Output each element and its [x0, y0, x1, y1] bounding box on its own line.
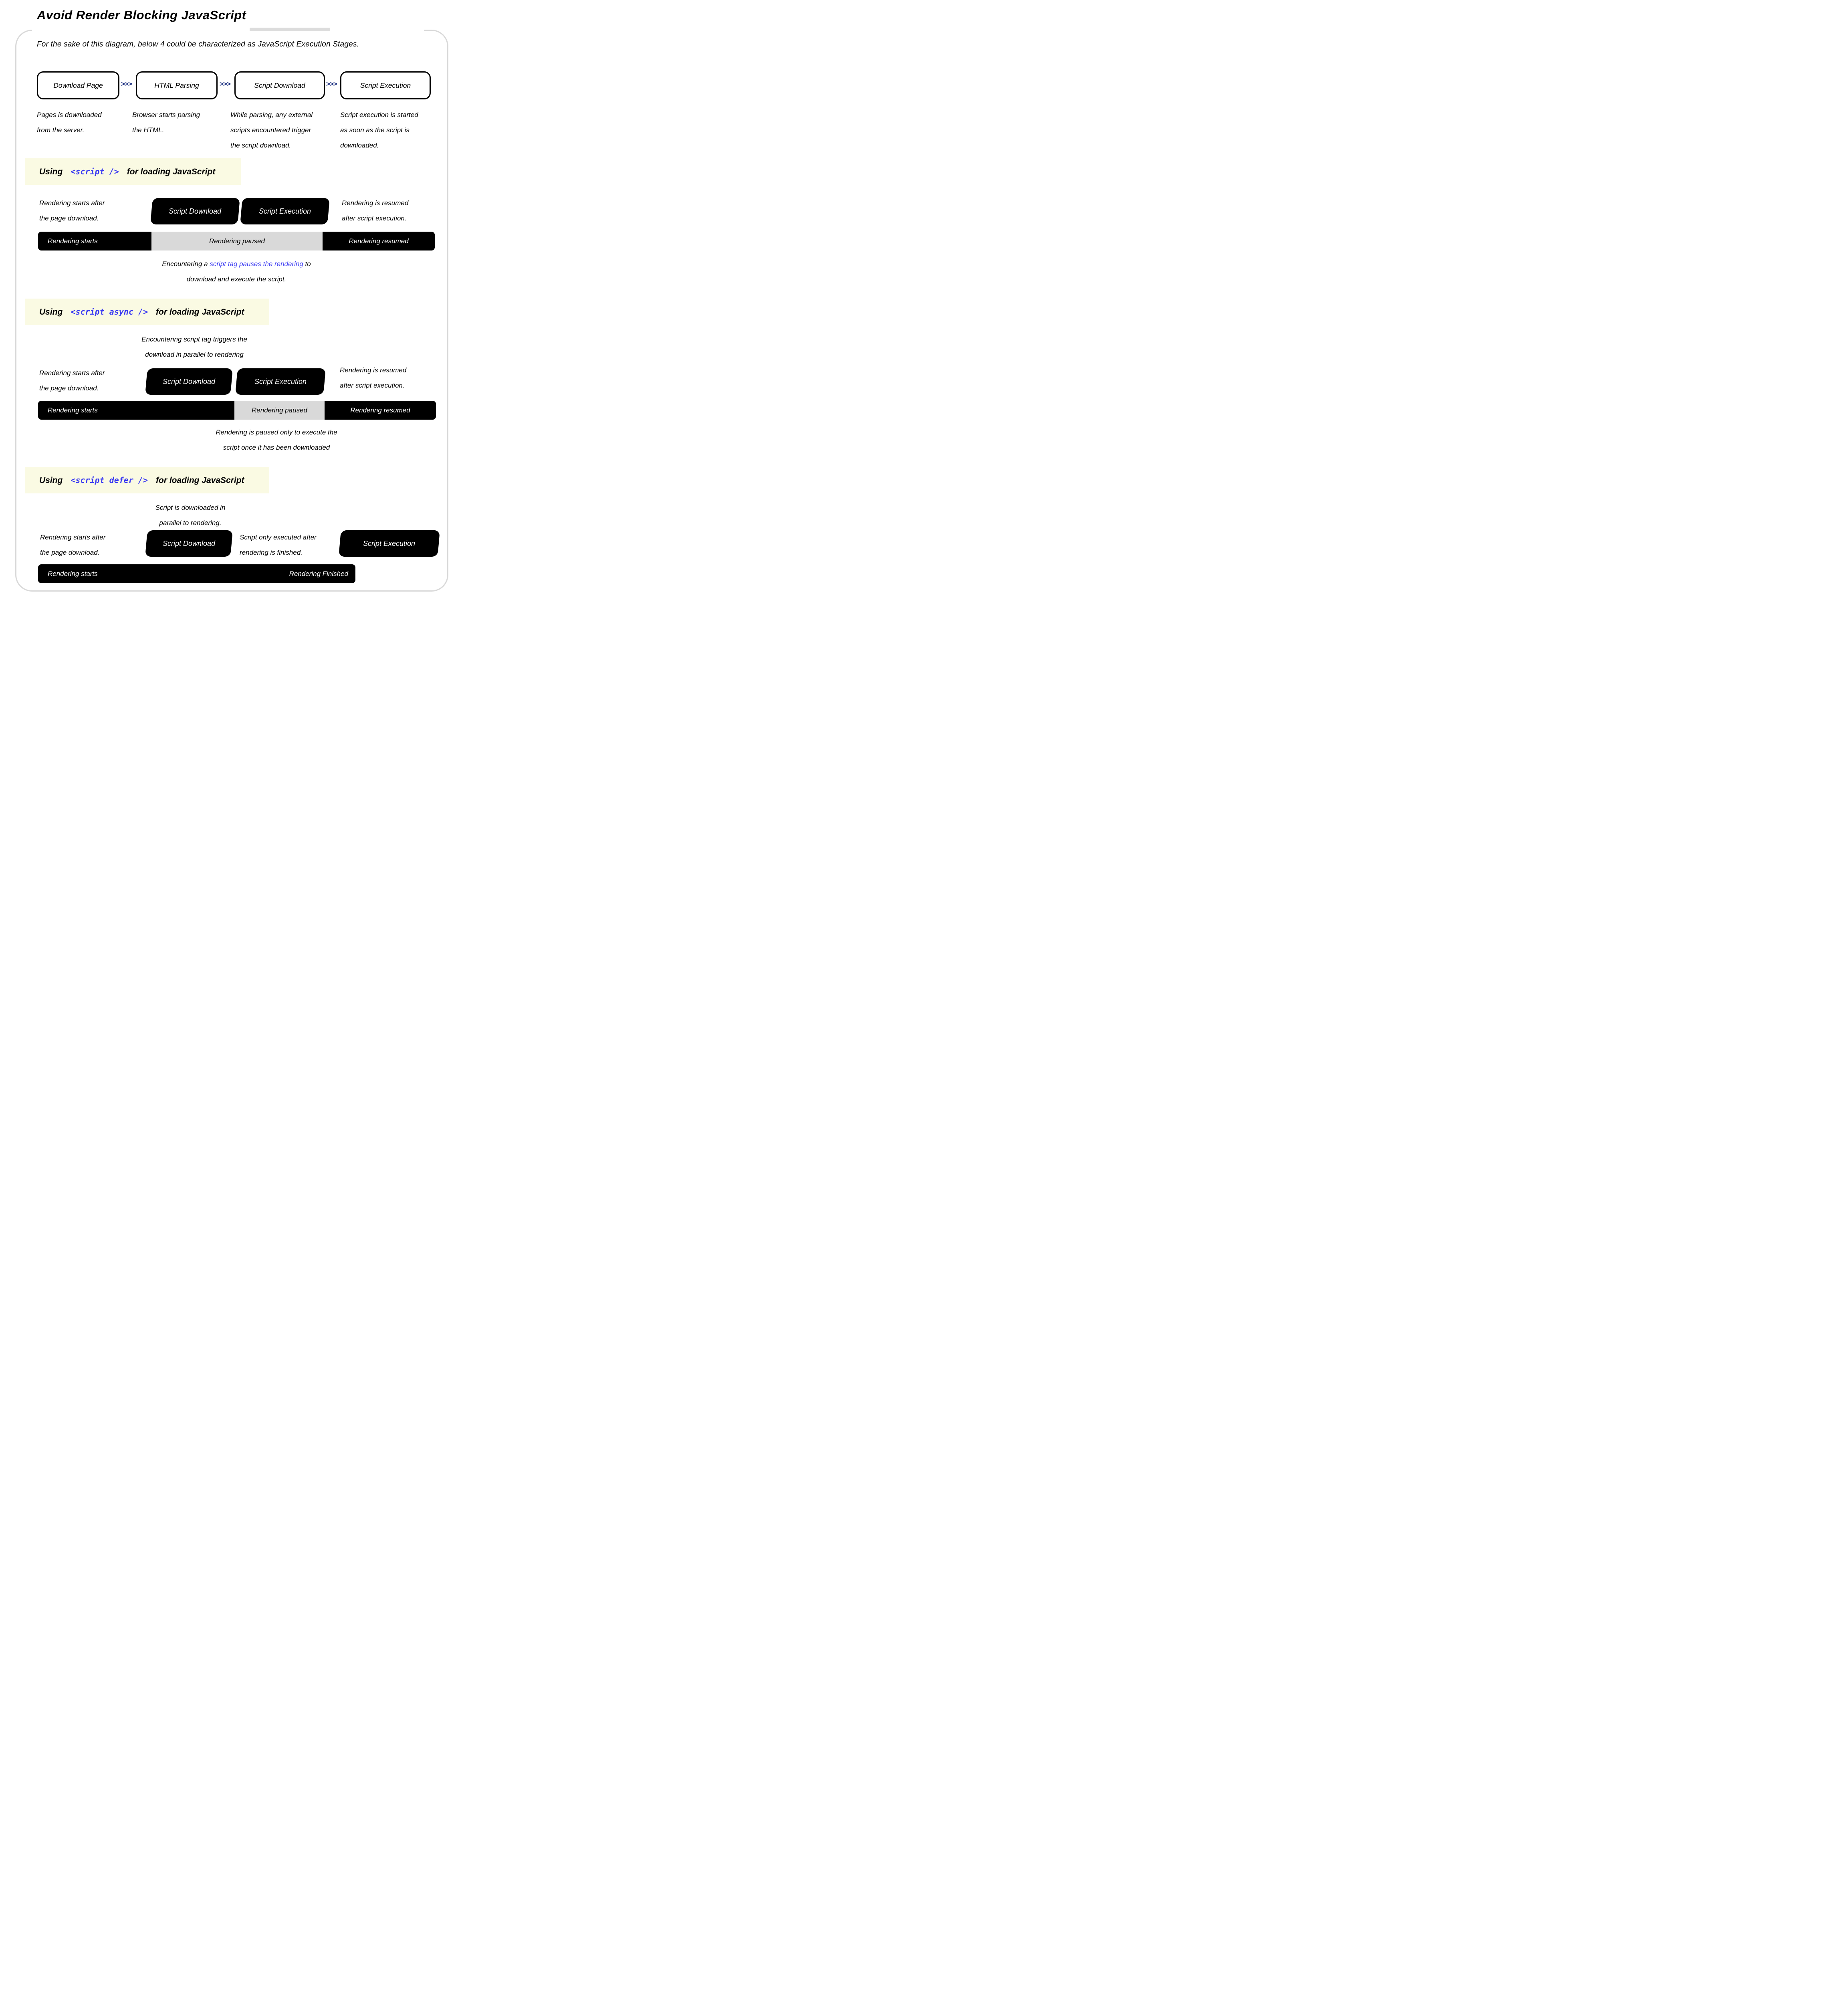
- chip-script-execution: Script Execution: [240, 198, 330, 224]
- stage-box-script-download: Script Download: [234, 71, 325, 99]
- heading-using: Using: [39, 167, 63, 176]
- bar-label-start: Rendering starts: [48, 570, 98, 578]
- timeline-rendering-resumed: Rendering resumed: [323, 232, 435, 250]
- note-paused-only-to-execute: Rendering is paused only to execute the …: [216, 428, 337, 451]
- note-rendering-starts-after: Rendering starts after the page download…: [39, 199, 105, 222]
- title-underline-dash: [250, 28, 330, 31]
- timeline-rendering-paused: Rendering paused: [151, 232, 323, 250]
- stage-label: Download Page: [53, 81, 103, 89]
- chip-script-download: Script Download: [145, 368, 233, 395]
- blue-emphasis-text: script tag pauses the rendering: [210, 260, 303, 268]
- stage-desc-download-page: Pages is downloaded from the server.: [37, 111, 102, 134]
- chip-script-execution: Script Execution: [235, 368, 326, 395]
- stage-label: Script Execution: [360, 81, 411, 89]
- heading-using: Using: [39, 307, 63, 317]
- chip-script-execution: Script Execution: [339, 530, 440, 557]
- note-rendering-starts-after: Rendering starts after the page download…: [40, 533, 106, 556]
- heading-using: Using: [39, 475, 63, 485]
- chevron-arrow-icon: >>>: [121, 80, 132, 88]
- note-script-tag-pauses: Encountering a script tag pauses the ren…: [162, 260, 311, 283]
- bar-label-finished: Rendering Finished: [289, 570, 348, 578]
- card-border-top-cover: [32, 28, 424, 33]
- stage-desc-html-parsing: Browser starts parsing the HTML.: [132, 111, 200, 134]
- chip-script-download: Script Download: [145, 530, 233, 557]
- stage-desc-script-execution: Script execution is started as soon as t…: [340, 111, 418, 149]
- timeline-rendering-starts: Rendering starts: [38, 401, 244, 420]
- heading-code-script-defer-tag: <script defer />: [71, 475, 148, 485]
- stage-desc-script-download: While parsing, any external scripts enco…: [230, 111, 313, 149]
- timeline-rendering-starts: Rendering starts: [38, 232, 161, 250]
- section-heading-script: Using <script /> for loading JavaScript: [25, 158, 241, 185]
- stage-box-download-page: Download Page: [37, 71, 119, 99]
- infographic-avoid-render-blocking-js: Avoid Render Blocking JavaScript For the…: [0, 0, 462, 619]
- page-subtitle: For the sake of this diagram, below 4 co…: [37, 40, 359, 48]
- note-rendering-resumed: Rendering is resumed after script execut…: [342, 199, 409, 222]
- heading-rest: for loading JavaScript: [127, 167, 216, 176]
- stage-label: Script Download: [254, 81, 305, 89]
- stage-box-html-parsing: HTML Parsing: [136, 71, 218, 99]
- timeline-rendering-resumed: Rendering resumed: [325, 401, 436, 420]
- note-downloaded-in-parallel: Script is downloaded in parallel to rend…: [155, 504, 226, 527]
- note-rendering-starts-after: Rendering starts after the page download…: [39, 369, 105, 392]
- chip-script-download: Script Download: [150, 198, 240, 224]
- note-executed-after-finished: Script only executed after rendering is …: [240, 533, 317, 556]
- stage-box-script-execution: Script Execution: [340, 71, 431, 99]
- heading-rest: for loading JavaScript: [156, 475, 244, 485]
- timeline-rendering-starts-finished: Rendering starts Rendering Finished: [38, 564, 355, 583]
- section-heading-script-async: Using <script async /> for loading JavaS…: [25, 299, 269, 325]
- stage-label: HTML Parsing: [154, 81, 199, 89]
- chevron-arrow-icon: >>>: [220, 80, 231, 88]
- page-title: Avoid Render Blocking JavaScript: [37, 8, 246, 22]
- heading-code-script-tag: <script />: [71, 166, 119, 176]
- note-triggers-parallel-download: Encountering script tag triggers the dow…: [141, 335, 247, 358]
- chevron-arrow-icon: >>>: [326, 80, 337, 88]
- heading-rest: for loading JavaScript: [156, 307, 244, 317]
- note-rendering-resumed: Rendering is resumed after script execut…: [340, 366, 407, 389]
- heading-code-script-async-tag: <script async />: [71, 307, 148, 317]
- timeline-rendering-paused: Rendering paused: [234, 401, 325, 420]
- section-heading-script-defer: Using <script defer /> for loading JavaS…: [25, 467, 269, 493]
